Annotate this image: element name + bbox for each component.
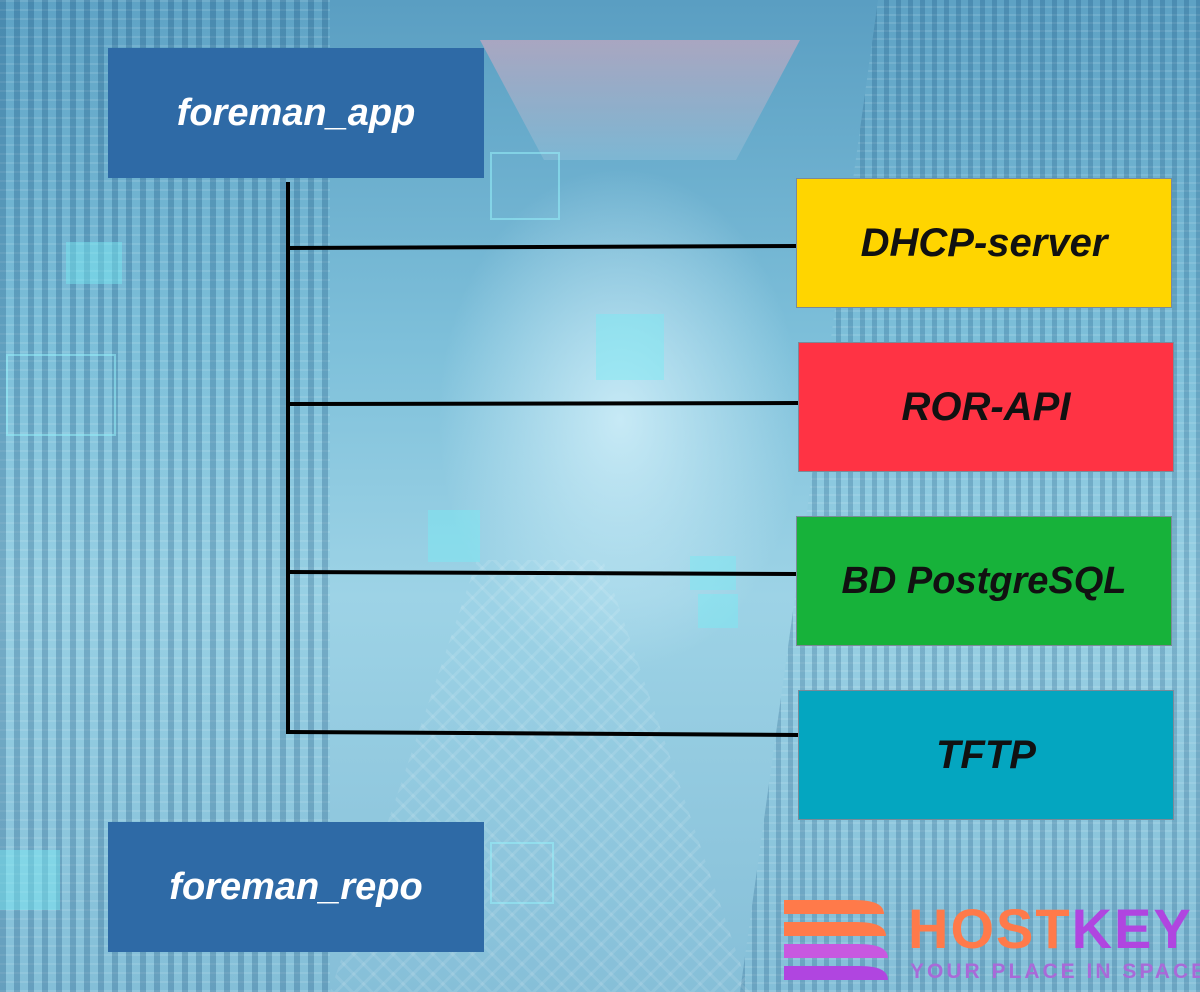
- postgresql-label: BD PostgreSQL: [841, 559, 1127, 602]
- decor-square: [428, 510, 480, 562]
- decor-frame: [490, 152, 560, 220]
- dhcp-server-label: DHCP-server: [860, 220, 1108, 265]
- ror-api-label: ROR-API: [901, 384, 1071, 429]
- hostkey-logo: HOSTKEY YOUR PLACE IN SPACE: [784, 897, 1200, 988]
- hostkey-wordmark: HOSTKEY: [908, 897, 1193, 960]
- hostkey-logo-icon: [784, 900, 888, 980]
- connector-postgres: [287, 570, 799, 576]
- connector-ror: [287, 401, 799, 406]
- ror-api-node: ROR-API: [798, 342, 1174, 472]
- dhcp-server-node: DHCP-server: [796, 178, 1172, 308]
- postgresql-node: BD PostgreSQL: [796, 516, 1172, 646]
- connector-tftp: [287, 730, 799, 737]
- foreman-app-label: foreman_app: [176, 91, 416, 134]
- foreman-repo-node: foreman_repo: [108, 822, 484, 952]
- connector-dhcp: [287, 244, 799, 250]
- decor-frame: [490, 842, 554, 904]
- foreman-repo-label: foreman_repo: [169, 865, 423, 908]
- decor-square: [596, 314, 664, 380]
- hostkey-tagline: YOUR PLACE IN SPACE: [910, 960, 1200, 983]
- decor-square: [66, 242, 122, 284]
- tftp-node: TFTP: [798, 690, 1174, 820]
- decor-frame: [6, 354, 116, 436]
- foreman-app-node: foreman_app: [108, 48, 484, 178]
- tftp-label: TFTP: [936, 732, 1036, 777]
- decor-square: [0, 850, 60, 910]
- decor-square: [698, 594, 738, 628]
